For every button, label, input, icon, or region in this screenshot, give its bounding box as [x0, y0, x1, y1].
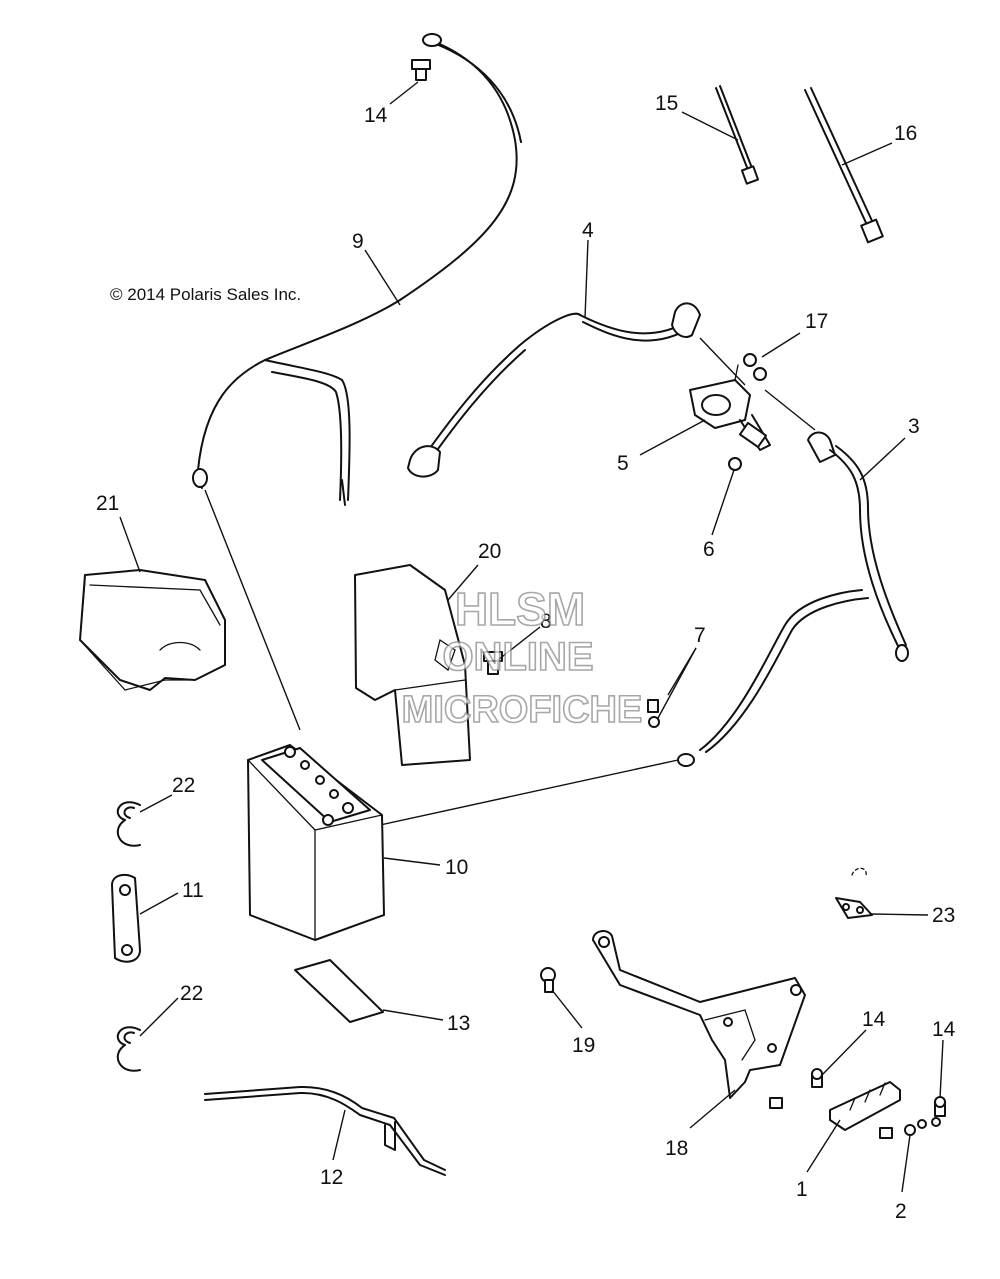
leader-15: [681, 111, 739, 141]
leader-12: [332, 1109, 346, 1161]
leader-16: [841, 142, 893, 166]
part-2-nuts[interactable]: [904, 1119, 927, 1136]
leader-23: [869, 913, 929, 916]
callout-22-lower: 22: [180, 982, 203, 1005]
callout-7: 7: [694, 624, 706, 647]
callout-14-mid: 14: [862, 1008, 886, 1031]
leader-2: [901, 1134, 911, 1193]
part-11-strap[interactable]: [111, 873, 141, 963]
part-17-nuts[interactable]: [743, 353, 767, 381]
part-14-bolt-right-a[interactable]: [811, 1068, 823, 1088]
leader-8: [497, 626, 541, 661]
part-16-cable-tie[interactable]: [804, 87, 884, 244]
watermark-line-2: ONLINE: [442, 635, 593, 679]
part-4-cable[interactable]: [407, 302, 701, 478]
callout-22-upper: 22: [172, 774, 195, 797]
callout-4: 4: [582, 219, 594, 242]
part-1-terminal-block[interactable]: [829, 1081, 901, 1131]
part-6-nut[interactable]: [728, 457, 742, 471]
callout-19: 19: [572, 1034, 595, 1057]
part-3-cable[interactable]: [677, 431, 909, 767]
callout-9: 9: [352, 230, 364, 253]
part-10-battery[interactable]: [247, 744, 385, 941]
part-14-bolt-top[interactable]: [411, 59, 431, 81]
leader-14a: [389, 81, 419, 105]
callout-3: 3: [908, 415, 920, 438]
leader-9: [364, 249, 401, 306]
leader-6: [711, 469, 735, 536]
copyright-text: © 2014 Polaris Sales Inc.: [110, 285, 301, 304]
callout-8: 8: [540, 610, 552, 633]
part-22-clip-upper[interactable]: [116, 801, 141, 847]
callout-16: 16: [894, 122, 917, 145]
part-15-cable-tie[interactable]: [715, 85, 760, 185]
leader-21: [119, 516, 141, 573]
part-9-battery-cable[interactable]: [192, 33, 522, 506]
leader-5: [639, 419, 706, 456]
leader-5-to-3: [764, 389, 816, 431]
callout-6: 6: [703, 538, 715, 561]
watermark: HLSM ONLINE MICROFICHE: [401, 582, 643, 732]
leader-1: [806, 1119, 841, 1173]
leader-3: [859, 437, 906, 481]
callout-12: 12: [320, 1166, 343, 1189]
leader-18: [689, 1089, 736, 1129]
callout-17: 17: [805, 310, 828, 333]
callout-21: 21: [96, 492, 119, 515]
callout-23: 23: [932, 904, 955, 927]
leader-4: [584, 239, 589, 319]
watermark-line-1: HLSM: [455, 583, 585, 635]
leader-19: [551, 989, 583, 1029]
leader-14c: [939, 1039, 944, 1099]
callout-11: 11: [182, 879, 204, 902]
callout-10: 10: [445, 856, 468, 879]
part-20-cover[interactable]: [354, 564, 471, 766]
part-21-box[interactable]: [79, 569, 226, 691]
callout-18: 18: [665, 1137, 688, 1160]
leader-9-to-battery: [204, 489, 301, 731]
part-5-solenoid[interactable]: [689, 364, 771, 451]
callout-14-right: 14: [932, 1018, 956, 1041]
leader-3-to-battery: [379, 759, 679, 826]
part-19-bolt[interactable]: [540, 967, 556, 993]
leader-11: [139, 892, 179, 915]
callout-15: 15: [655, 92, 678, 115]
leader-22a: [139, 794, 173, 813]
leader-10: [383, 857, 441, 866]
leader-22b: [139, 997, 179, 1037]
part-14-bolt-right-b[interactable]: [931, 1096, 946, 1127]
part-7-fasteners[interactable]: [647, 699, 660, 728]
part-18-bracket[interactable]: [592, 930, 806, 1099]
callout-20: 20: [478, 540, 501, 563]
part-13-pad[interactable]: [294, 959, 384, 1023]
callout-5: 5: [617, 452, 629, 475]
callout-1: 1: [796, 1178, 808, 1201]
leader-20: [447, 564, 479, 601]
leader-7b: [657, 647, 697, 719]
part-22-clip-lower[interactable]: [116, 1026, 141, 1072]
watermark-line-3: MICROFICHE: [402, 689, 643, 731]
part-12-rod[interactable]: [204, 1085, 446, 1176]
bolts-bracket[interactable]: [769, 1097, 893, 1139]
part-23-clip[interactable]: [835, 867, 873, 919]
leader-13: [382, 1009, 444, 1021]
callout-13: 13: [447, 1012, 470, 1035]
leader-4-to-5: [699, 337, 746, 386]
callout-14-top: 14: [364, 104, 388, 127]
leader-17: [761, 332, 801, 358]
callout-2: 2: [895, 1200, 907, 1223]
leader-14b: [821, 1029, 867, 1076]
